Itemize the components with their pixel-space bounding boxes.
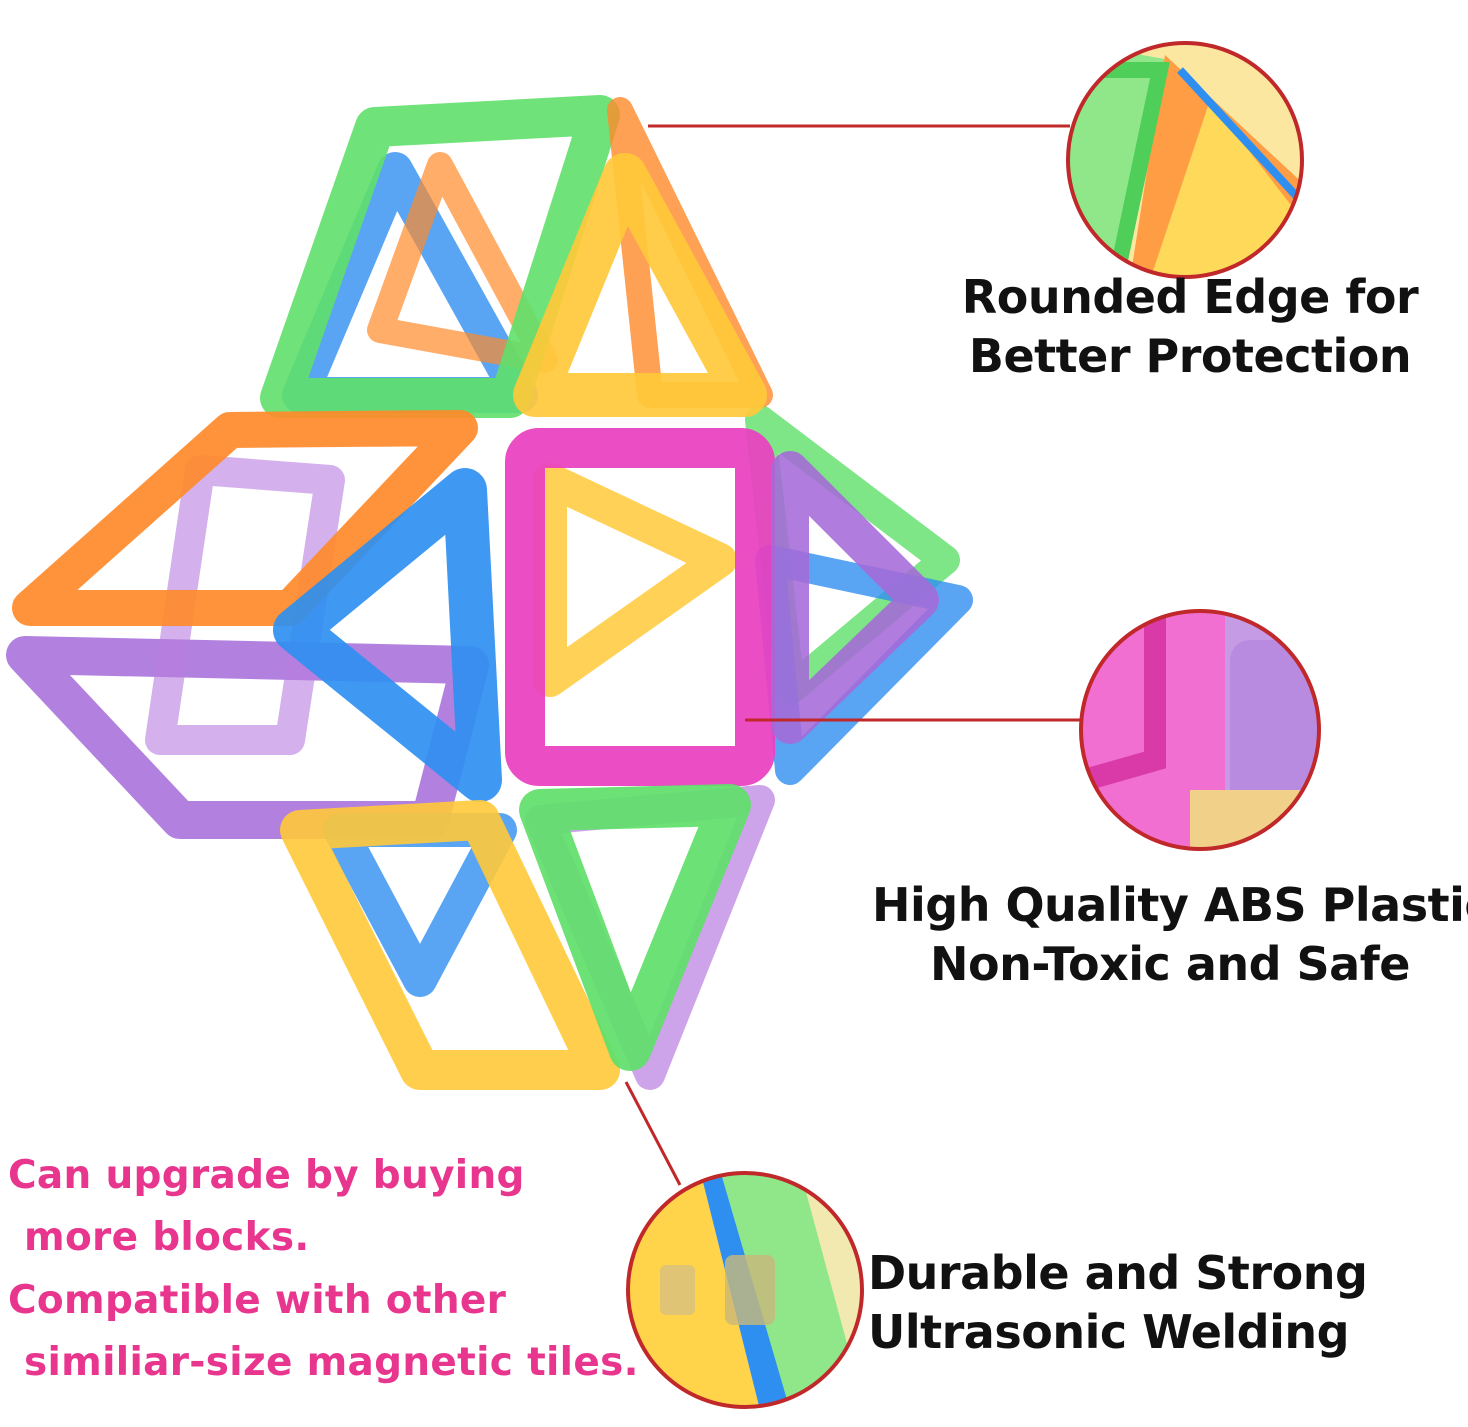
green-triangle-tile-bottom — [519, 784, 751, 1071]
promo-line1: Can upgrade by buying — [8, 1153, 525, 1198]
callout-rounded-edge-line1: Rounded Edge for — [961, 270, 1419, 324]
callout-abs-plastic-line1: High Quality ABS Plastic: — [872, 878, 1468, 932]
promo-line4: similiar-size magnetic tiles. — [24, 1340, 639, 1386]
pink-square-tile — [505, 428, 775, 786]
leader-line-welding — [624, 1081, 682, 1186]
orange-back-triangle-tile — [367, 152, 558, 373]
callout-abs-plastic-line2: Non-Toxic and Safe — [930, 936, 1410, 991]
yellow-triangle-tile-top — [513, 153, 767, 417]
yellow-square-tile-bottom — [280, 800, 620, 1090]
callout-rounded-edge-line2: Better Protection — [968, 328, 1412, 383]
callout-welding-line2: Ultrasonic Welding — [868, 1304, 1350, 1359]
orange-square-tile-left — [12, 410, 478, 626]
zoom-circle-abs-plastic — [1079, 609, 1321, 851]
upgrade-compatibility-note: Can upgrade by buying more blocks. Compa… — [8, 1145, 648, 1395]
yellow-inner-triangle-tile — [533, 463, 737, 697]
magnetic-tile-structure — [6, 95, 973, 1090]
promo-line2: more blocks. — [24, 1215, 310, 1261]
green-square-tile-top — [260, 95, 620, 418]
leader-lines — [624, 124, 1082, 1186]
purple-triangle-tile-right — [771, 451, 939, 744]
callout-rounded-edge: Rounded Edge for Better Protection — [940, 268, 1440, 386]
zoom-circle-welding — [626, 1171, 864, 1409]
callout-welding: Durable and Strong Ultrasonic Welding — [868, 1244, 1368, 1362]
callout-welding-line1: Durable and Strong — [868, 1246, 1368, 1300]
blue-triangle-tile-center — [273, 468, 502, 802]
callout-abs-plastic: High Quality ABS Plastic: Non-Toxic and … — [872, 876, 1468, 994]
zoom-circle-rounded-edge — [1066, 41, 1304, 279]
promo-line3: Compatible with other — [8, 1277, 507, 1323]
purple-inner-tile-left — [145, 455, 345, 755]
